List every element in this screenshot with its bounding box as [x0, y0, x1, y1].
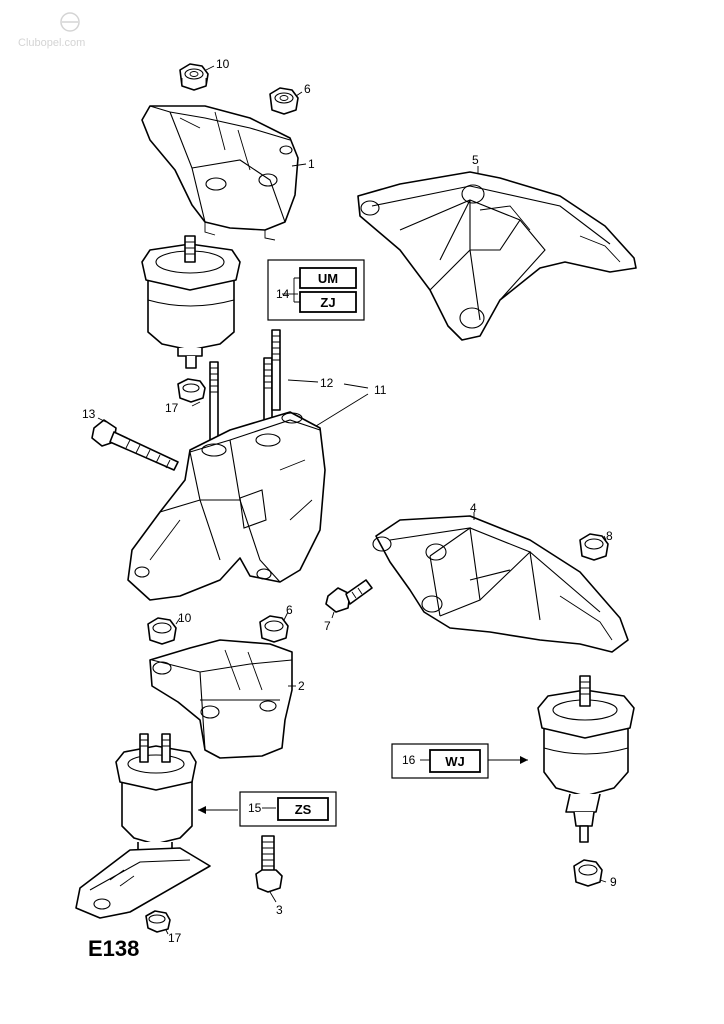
- label-1: 1: [308, 157, 315, 171]
- variant-code-wj: WJ: [445, 754, 465, 769]
- variant-box-15: ZS: [239, 791, 337, 827]
- label-13: 13: [82, 407, 96, 421]
- bolt-7: [325, 579, 373, 613]
- nut-6-top: [269, 87, 299, 115]
- variant-code-zs: ZS: [295, 802, 312, 817]
- variant-box-16: WJ: [391, 743, 489, 779]
- nut-10-bottom: [147, 617, 177, 645]
- variant-box-14: UM ZJ: [267, 259, 365, 321]
- label-11: 11: [374, 383, 387, 397]
- engine-mount-15: [75, 733, 211, 919]
- label-17-top: 17: [165, 401, 179, 415]
- label-10-bottom: 10: [178, 611, 192, 625]
- nut-17-bottom: [145, 910, 171, 933]
- leader-lines: [97, 65, 607, 935]
- variant-code-um: UM: [318, 271, 338, 286]
- bolt-3: [255, 835, 283, 893]
- label-5: 5: [472, 153, 479, 167]
- bracket-5: [357, 171, 637, 341]
- watermark-text: Clubopel.com: [18, 37, 85, 49]
- nut-6-bottom: [259, 615, 289, 643]
- label-17-bottom: 17: [168, 931, 182, 945]
- label-3: 3: [276, 903, 283, 917]
- part-labels: 10 6 1 5 14 12 11 17 13 4 8 10 6 7 2 16 …: [82, 57, 617, 945]
- bracket-1: [141, 105, 299, 241]
- label-8: 8: [606, 529, 613, 543]
- label-2: 2: [298, 679, 305, 693]
- bracket-2: [149, 639, 293, 759]
- nut-10-top: [179, 63, 209, 91]
- label-16: 16: [402, 753, 416, 767]
- engine-mount-16: [537, 675, 635, 843]
- label-15: 15: [248, 801, 262, 815]
- watermark-logo: Clubopel.com: [18, 12, 85, 49]
- label-7: 7: [324, 619, 331, 633]
- label-6-bottom: 6: [286, 603, 293, 617]
- diagram-code: E138: [88, 936, 139, 961]
- engine-mount-14: [141, 235, 241, 369]
- label-9: 9: [610, 875, 617, 889]
- label-12: 12: [320, 376, 334, 390]
- nut-8: [579, 533, 609, 561]
- bracket-11: [127, 411, 326, 601]
- label-4: 4: [470, 501, 477, 515]
- nut-9: [573, 859, 603, 887]
- label-6-top: 6: [304, 82, 311, 96]
- label-14: 14: [276, 287, 290, 301]
- label-10-top: 10: [216, 57, 230, 71]
- bolt-13: [91, 419, 179, 471]
- nut-17-top: [177, 378, 206, 403]
- variant-code-zj: ZJ: [320, 295, 335, 310]
- bracket-4: [372, 515, 629, 653]
